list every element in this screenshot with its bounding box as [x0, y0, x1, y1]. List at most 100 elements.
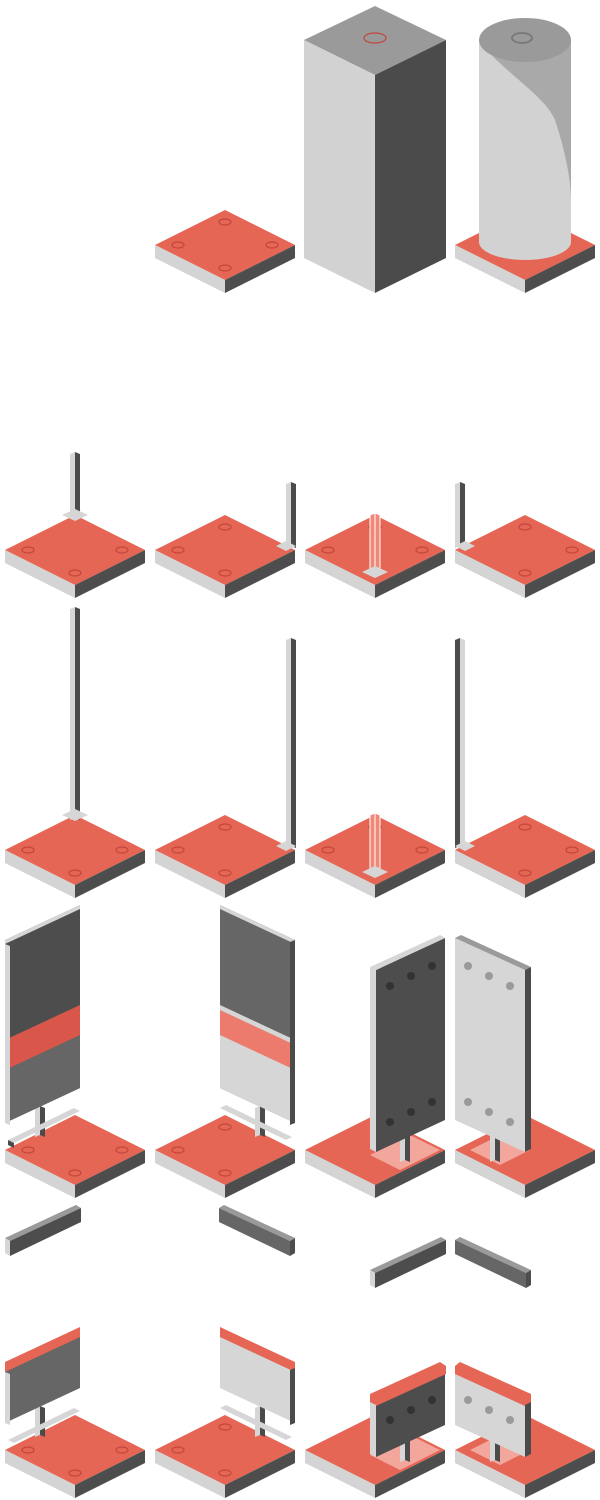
base-hole: [518, 869, 532, 877]
post-foot: [276, 841, 296, 851]
base-hole: [171, 546, 185, 554]
bolt-hole: [485, 972, 493, 980]
base-hole: [171, 1446, 185, 1454]
pillar-top: [479, 18, 571, 62]
row-tall-posts: [5, 607, 595, 898]
short-board-front-right: [305, 1362, 446, 1498]
pillar-shadow: [479, 40, 571, 200]
bar-face: [375, 1240, 446, 1288]
post-face: [455, 638, 460, 848]
post-foot: [455, 541, 475, 551]
board-top-band: [5, 1327, 80, 1372]
tall-post-left: [455, 638, 595, 898]
foot-rail: [220, 1105, 292, 1140]
base-right-face: [225, 245, 295, 293]
base-right-face: [225, 850, 295, 898]
base-left-face: [5, 1450, 75, 1498]
bar-left: [5, 1205, 81, 1256]
base-hole: [218, 823, 232, 831]
base-hole: [21, 1446, 35, 1454]
base-hole: [218, 218, 232, 226]
base-right-face: [375, 550, 445, 598]
board-edge: [455, 935, 531, 970]
row-short-posts: [5, 452, 595, 598]
base-left-face: [455, 1150, 525, 1198]
bar-face: [10, 1208, 81, 1256]
base-top: [5, 1115, 145, 1185]
board-edge: [370, 967, 376, 1152]
short-post-back: [5, 452, 145, 598]
square-block: [304, 6, 446, 293]
bolt-hole: [428, 1396, 436, 1404]
signboard-right: [155, 905, 295, 1198]
short-board-right: [155, 1327, 295, 1498]
post-face: [455, 482, 460, 548]
bolt-hole: [386, 1416, 394, 1424]
base-left-face: [155, 1450, 225, 1498]
bolt-hole: [386, 1118, 394, 1126]
board-edge: [5, 905, 80, 944]
bolt-hole: [407, 972, 415, 980]
post-face: [70, 452, 75, 519]
post-foot: [455, 841, 475, 851]
base-hole: [415, 546, 429, 554]
post-face: [286, 638, 291, 848]
base-hole: [218, 1169, 232, 1177]
base-top: [155, 515, 295, 585]
short-post-front: [305, 512, 445, 598]
base-hole: [171, 846, 185, 854]
board-top-band: [455, 1362, 531, 1406]
post-face: [291, 638, 296, 848]
base-hole: [218, 264, 232, 272]
signboard-left: [5, 905, 145, 1198]
base-left-face: [155, 1150, 225, 1198]
board-edge: [5, 1372, 10, 1425]
base-hole: [115, 1146, 129, 1154]
bar-top: [219, 1205, 295, 1241]
base-hole: [115, 546, 129, 554]
bolt-hole: [464, 962, 472, 970]
bolt-hole: [464, 1098, 472, 1106]
base-right-face: [75, 550, 145, 598]
bolt-hole: [506, 1118, 514, 1126]
base-hole: [68, 869, 82, 877]
base-hole: [218, 1123, 232, 1131]
base-top: [5, 515, 145, 585]
board-edge: [370, 1402, 376, 1457]
row-signboards: [5, 905, 595, 1198]
base-hole: [218, 523, 232, 531]
base-hole: [321, 546, 335, 554]
bolt-hole: [464, 1396, 472, 1404]
base-hole: [518, 523, 532, 531]
post-face: [75, 607, 80, 820]
row-bars: [5, 1205, 531, 1288]
base-top: [155, 1115, 295, 1185]
base-hole: [321, 846, 335, 854]
base-left-face: [455, 550, 525, 598]
bar-front-right: [370, 1237, 446, 1288]
board-top-band: [220, 1327, 295, 1372]
pillar-hole: [511, 32, 533, 44]
foot-rail: [220, 1405, 292, 1440]
base-top: [155, 210, 295, 280]
short-post-left: [455, 482, 595, 598]
row-short-boards: [5, 1327, 595, 1498]
base-hole: [21, 1146, 35, 1154]
bar-top: [455, 1237, 531, 1273]
base-right-face: [525, 245, 595, 293]
bolt-hole: [386, 982, 394, 990]
board-band: [220, 1010, 295, 1070]
bolt-hole: [407, 1108, 415, 1116]
foot-rail: [8, 1408, 80, 1443]
base-hole: [265, 241, 279, 249]
base-top: [455, 515, 595, 585]
post-face: [70, 607, 75, 820]
short-board-left: [5, 1327, 145, 1498]
bar-end: [5, 1238, 10, 1256]
leg: [260, 1106, 265, 1137]
post-foot: [362, 866, 388, 878]
board-edge: [370, 935, 445, 970]
post-foot: [276, 541, 296, 551]
base-top: [455, 815, 595, 885]
